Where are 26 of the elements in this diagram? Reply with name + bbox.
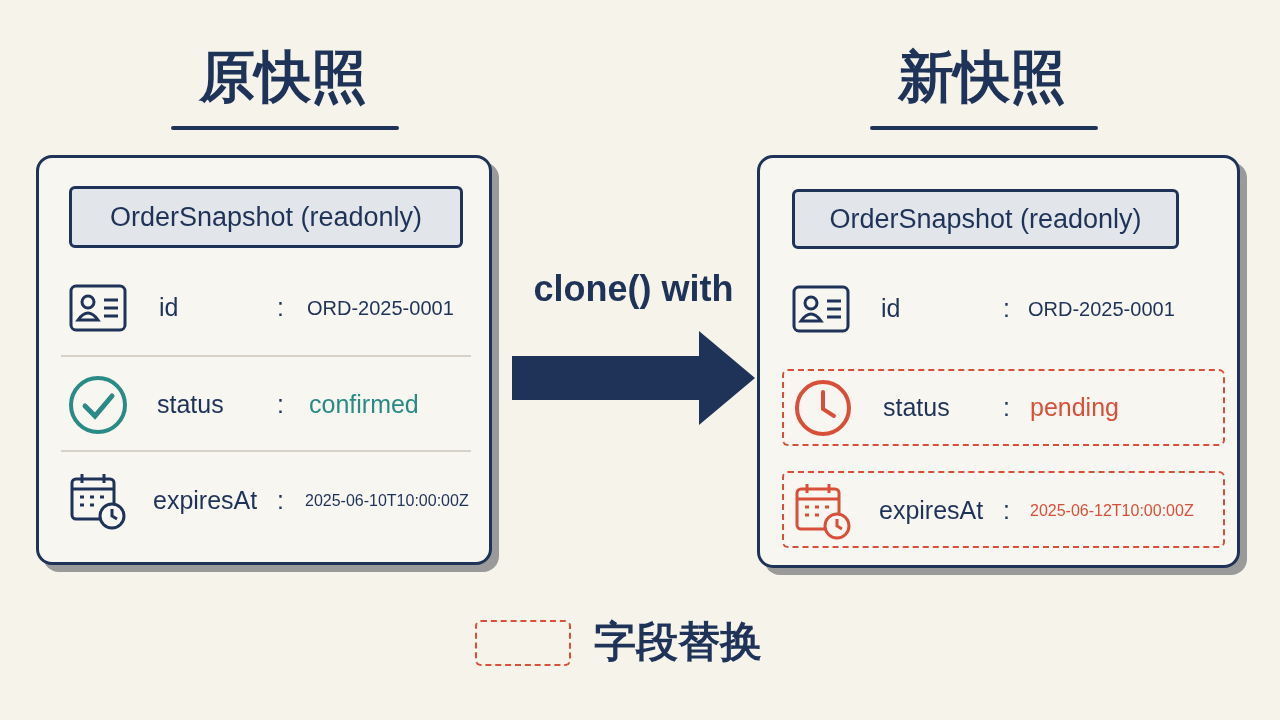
header-box: OrderSnapshot (readonly) (69, 186, 463, 248)
field-name: expiresAt (153, 487, 258, 515)
field-value: confirmed (309, 391, 419, 419)
legend-label: 字段替换 (594, 616, 762, 668)
field-value: ORD-2025-0001 (1028, 298, 1175, 320)
field-value: 2025-06-12T10:00:00Z (1030, 502, 1194, 520)
field-separator: : (1003, 394, 1010, 422)
arrow (512, 331, 755, 425)
field-value: ORD-2025-0001 (307, 297, 454, 319)
field-name: id (159, 294, 179, 322)
field-value: pending (1030, 394, 1119, 422)
field-name: status (883, 394, 950, 422)
field-name: id (881, 295, 901, 323)
field-value: 2025-06-10T10:00:00Z (305, 492, 469, 510)
dashed-box (782, 369, 1225, 446)
field-name: expiresAt (879, 497, 984, 525)
field-separator: : (1003, 295, 1010, 323)
dashed-box (782, 471, 1225, 548)
field-name: status (157, 391, 224, 419)
field-separator: : (277, 294, 284, 322)
field-separator: : (1003, 497, 1010, 525)
header-box: OrderSnapshot (readonly) (792, 189, 1179, 249)
card-title: 新快照 (898, 43, 1066, 111)
card-title: 原快照 (199, 43, 367, 111)
field-separator: : (277, 391, 284, 419)
field-separator: : (277, 487, 284, 515)
